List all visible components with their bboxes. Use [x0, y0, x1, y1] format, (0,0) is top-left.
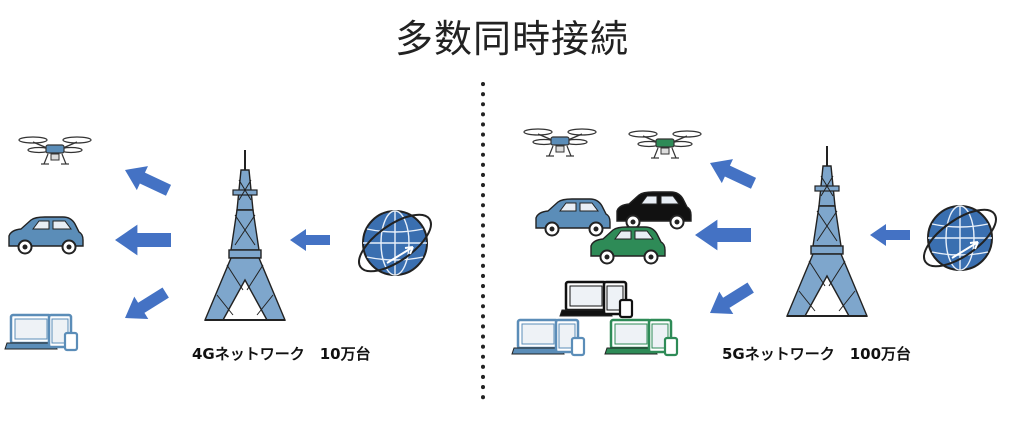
network-label-4g: 4Gネットワーク 10万台: [192, 345, 371, 363]
arrow-icon-to-devices: [118, 281, 173, 330]
laptop-tablet-phone-icon: [510, 318, 586, 357]
arrow-icon-to-tower: [870, 224, 910, 246]
internet-globe-icon: [349, 203, 441, 283]
drone-icon: [18, 136, 92, 165]
drone-icon: [628, 130, 702, 159]
left-panel: [3, 136, 441, 352]
drone-icon: [523, 128, 597, 157]
arrow-icon-to-car: [115, 224, 171, 256]
arrow-icon-to-devices: [703, 276, 758, 325]
car-icon: [8, 216, 84, 255]
laptop-tablet-phone-icon: [3, 313, 79, 352]
right-panel: [510, 128, 1006, 357]
car-icon: [616, 191, 692, 230]
laptop-tablet-phone-icon: [603, 318, 679, 357]
arrow-icon-to-cars: [695, 219, 751, 251]
arrow-icon-to-drone: [119, 158, 175, 203]
tokyo-tower-icon: [786, 145, 868, 317]
car-icon: [535, 198, 611, 237]
internet-globe-icon: [914, 198, 1006, 278]
tokyo-tower-icon: [204, 149, 286, 321]
page-title: 多数同時接続: [394, 17, 629, 61]
arrow-icon-to-drones: [704, 151, 760, 196]
network-label-5g: 5Gネットワーク 100万台: [722, 345, 912, 363]
laptop-tablet-phone-icon: [558, 280, 634, 319]
arrow-icon-to-tower: [290, 229, 330, 251]
